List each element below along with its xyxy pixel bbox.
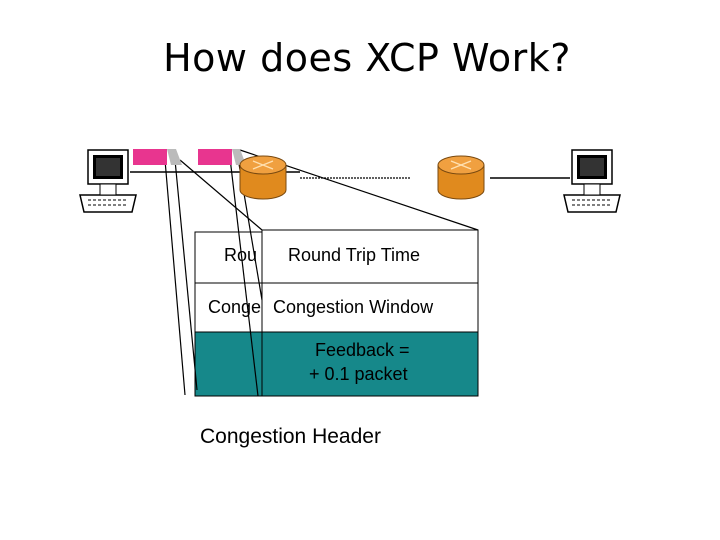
congestion-header-caption: Congestion Header bbox=[200, 425, 381, 448]
computer-icon bbox=[79, 149, 137, 213]
feedback-value: + 0.1 packet bbox=[309, 364, 408, 384]
packet bbox=[133, 149, 167, 165]
router-icon bbox=[239, 155, 287, 200]
cwnd-field-back-label: Conge bbox=[208, 297, 262, 317]
router-icon bbox=[437, 155, 485, 200]
projection-line bbox=[174, 159, 198, 391]
packet-header bbox=[167, 149, 182, 165]
feedback-front-fill bbox=[261, 331, 479, 397]
feedback-label: Feedback = bbox=[315, 340, 410, 360]
projection-line bbox=[164, 159, 186, 396]
computer-icon bbox=[563, 149, 621, 213]
rtt-field-back-label: Rou bbox=[224, 245, 258, 265]
projection-line bbox=[229, 157, 259, 397]
rtt-field-label: Round Trip Time bbox=[288, 245, 421, 265]
cwnd-field-label: Congestion Window bbox=[273, 297, 434, 317]
packet bbox=[198, 149, 232, 165]
slide-title: How does XCP Work? bbox=[163, 36, 571, 80]
